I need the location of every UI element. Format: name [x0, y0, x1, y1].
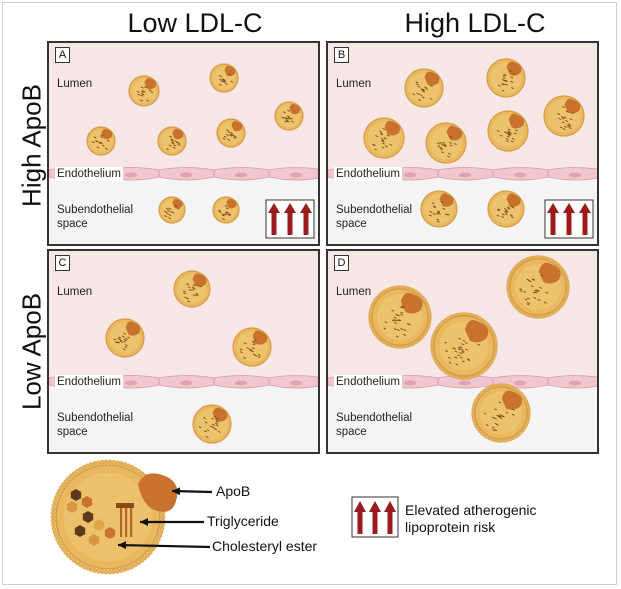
legend-triglyceride-label: Triglyceride	[207, 513, 279, 529]
lipoprotein-particle-icon	[212, 196, 240, 224]
apob-icon	[172, 128, 184, 140]
arrow-triglyceride-icon	[140, 518, 204, 526]
triglyceride-icon	[120, 507, 123, 537]
lipoprotein-particle-icon	[420, 190, 458, 228]
lipoprotein-particle-icon	[425, 122, 467, 164]
column-header-high-ldl: High LDL-C	[404, 8, 546, 38]
row-header-low-apob: Low ApoB	[16, 292, 47, 411]
cholesteryl-ester-icon	[82, 511, 94, 523]
triglyceride-icon	[125, 507, 128, 537]
panel-d-lumen-label: Lumen	[336, 286, 372, 298]
legend-risk-arrows-icon	[351, 496, 399, 538]
apob-icon	[224, 65, 236, 77]
subendothelial-region	[328, 381, 597, 452]
panel-b-subendothelial-label: Subendothelial space	[336, 204, 413, 230]
row-header-high-apob: High ApoB	[16, 84, 47, 207]
lipoprotein-particle-icon	[128, 75, 160, 107]
apob-icon	[506, 193, 521, 207]
legend-risk-label: Elevated atherogenic lipoprotein risk	[405, 502, 537, 535]
risk-arrows-icon	[544, 199, 594, 239]
panel-a-lumen-label: Lumen	[57, 78, 93, 90]
apob-icon	[125, 321, 141, 336]
panel-a-subendothelial-label: Subendothelial space	[57, 204, 134, 230]
lipoprotein-particle-icon	[209, 63, 239, 93]
panel-a-endothelium-label: Endothelium	[55, 167, 123, 181]
panel-a-label: A	[55, 47, 70, 63]
panel-b-lumen-label: Lumen	[336, 78, 372, 90]
apob-icon	[289, 103, 301, 115]
panel-c: C Lumen Endothelium Subendothelial space	[47, 249, 320, 454]
apob-icon	[464, 319, 489, 343]
panel-a-drawing	[49, 43, 318, 244]
cholesteryl-ester-icon	[74, 525, 86, 537]
lipoprotein-particle-icon	[158, 196, 186, 224]
apob-icon	[538, 262, 561, 284]
lipoprotein-particle-icon	[173, 270, 211, 308]
apob-icon	[506, 61, 522, 76]
lipoprotein-particle-icon	[274, 101, 304, 131]
lipoprotein-particle-icon	[86, 126, 116, 156]
arrow-cholesteryl-ester-icon	[117, 541, 211, 550]
panel-c-label: C	[55, 255, 70, 271]
lipoprotein-particle-icon	[430, 312, 498, 380]
panel-d-subendothelial-label: Subendothelial space	[336, 412, 413, 438]
subendothelial-region	[49, 381, 318, 452]
lipoprotein-particle-icon	[192, 404, 232, 444]
legend-cholesteryl-ester-label: Cholesteryl ester	[212, 538, 318, 554]
risk-arrows-icon	[265, 199, 315, 239]
apob-icon	[192, 273, 207, 287]
apob-icon	[508, 113, 525, 129]
apob-icon	[226, 198, 237, 209]
panel-b-endothelium-label: Endothelium	[334, 167, 402, 181]
panel-c-subendothelial-label: Subendothelial space	[57, 412, 134, 438]
legend-particle-icon	[50, 459, 178, 575]
panel-c-endothelium-label: Endothelium	[55, 375, 123, 389]
cholesteryl-ester-icon	[81, 496, 93, 508]
lipoprotein-particle-icon	[471, 383, 531, 443]
panel-a: A Lumen Endothelium Subendothelial space	[47, 41, 320, 246]
apob-icon	[424, 71, 440, 86]
apob-icon	[231, 120, 243, 132]
apob-icon	[101, 128, 113, 140]
lipoprotein-particle-icon	[105, 318, 145, 358]
lipoprotein-particle-icon	[157, 126, 187, 156]
panel-b: B Lumen Endothelium Subendothelial space	[326, 41, 599, 246]
legend-drawing	[50, 459, 399, 575]
lipoprotein-particle-icon	[232, 327, 272, 367]
apob-icon	[501, 390, 523, 410]
lipoprotein-particle-icon	[543, 95, 585, 137]
cholesteryl-ester-icon	[88, 534, 100, 546]
apob-icon	[439, 193, 454, 207]
cholesteryl-ester-icon	[66, 501, 78, 513]
apob-icon	[384, 120, 401, 136]
lipoprotein-particle-icon	[363, 117, 405, 159]
triglyceride-icon	[130, 507, 133, 537]
cholesteryl-ester-icon	[70, 489, 82, 501]
apob-icon	[144, 77, 157, 90]
column-header-low-ldl: Low LDL-C	[127, 8, 263, 38]
lipoprotein-particle-icon	[486, 58, 526, 98]
panel-d: D Lumen Endothelium Subendothelial space	[326, 249, 599, 454]
lipoprotein-particle-icon	[506, 255, 570, 319]
lipoprotein-particle-icon	[487, 110, 529, 152]
legend-apob-label: ApoB	[216, 483, 251, 499]
lumen-region	[49, 251, 318, 381]
lipoprotein-particle-icon	[487, 190, 525, 228]
lipoprotein-particle-icon	[404, 68, 444, 108]
panel-c-lumen-label: Lumen	[57, 286, 93, 298]
lipoprotein-particle-icon	[216, 118, 246, 148]
panel-b-label: B	[334, 47, 349, 63]
apob-icon	[400, 292, 423, 314]
panel-d-endothelium-label: Endothelium	[334, 375, 402, 389]
legend-apob-icon	[138, 473, 178, 512]
arrow-apob-icon	[171, 487, 213, 496]
cholesteryl-ester-icon	[104, 527, 116, 539]
lipoprotein-particle-icon	[368, 285, 432, 349]
panel-d-label: D	[334, 255, 349, 271]
panel-c-drawing	[49, 251, 318, 452]
cholesteryl-ester-icon	[93, 519, 105, 531]
apob-icon	[564, 98, 581, 114]
